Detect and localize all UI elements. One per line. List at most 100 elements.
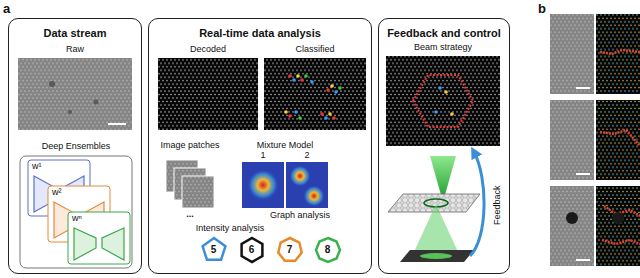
ring-size: 8	[314, 236, 342, 264]
illustration-part	[550, 186, 594, 266]
illustration-part	[294, 110, 298, 114]
illustration-part	[288, 74, 292, 78]
illustration-part	[289, 165, 311, 187]
illustration-part	[18, 58, 132, 130]
illustration-part	[420, 253, 452, 259]
illustration-part	[328, 112, 332, 116]
illustration-part	[94, 100, 99, 105]
microscope-sketch	[388, 156, 480, 262]
illustration-part	[386, 56, 500, 146]
mixture-heatmaps	[242, 162, 328, 208]
illustration-part	[296, 74, 300, 78]
illustration-part	[414, 204, 458, 252]
illustration-part	[284, 110, 288, 114]
illustration-part	[182, 176, 214, 208]
illustration-part	[298, 116, 302, 120]
illustration-part	[20, 156, 132, 268]
illustration-part	[264, 58, 366, 130]
section-label: Mixture Model	[257, 140, 314, 150]
illustration-part	[320, 112, 324, 116]
illustration-part	[596, 100, 640, 180]
illustration-part	[612, 212, 624, 224]
illustration-part	[247, 169, 279, 201]
ellipsis: ...	[186, 209, 194, 219]
illustration-part	[550, 100, 594, 180]
illustration-part	[310, 80, 314, 84]
section-label: Graph analysis	[270, 210, 330, 220]
illustration-part	[596, 186, 640, 266]
image-label: Decoded	[190, 44, 226, 54]
section-label: Image patches	[160, 140, 219, 150]
illustration-part	[596, 186, 640, 266]
weight-label: w²	[52, 187, 62, 197]
illustration-part	[334, 90, 338, 94]
illustration-part	[576, 87, 590, 89]
illustration-part	[550, 14, 594, 94]
panel-letter: b	[538, 2, 546, 17]
illustration-part	[68, 212, 130, 264]
illustration-part	[450, 112, 454, 116]
ensemble-networks	[20, 156, 132, 268]
illustration-part	[576, 173, 590, 175]
illustration-part	[413, 75, 473, 127]
image-patches	[166, 160, 214, 208]
illustration-part	[576, 259, 590, 261]
panel-b-images	[550, 14, 640, 266]
illustration-part	[596, 100, 640, 180]
illustration-part	[18, 58, 132, 130]
beam-strategy-image	[386, 56, 500, 146]
arrow-label: Feedback	[492, 185, 502, 225]
ring-size: 6	[238, 236, 266, 264]
panel-title: Real-time data analysis	[199, 27, 321, 39]
illustration-part	[550, 14, 594, 94]
image-label: Beam strategy	[414, 42, 472, 52]
raw-image	[18, 58, 132, 130]
illustration-part	[600, 130, 640, 146]
image-label: Classified	[295, 44, 334, 54]
illustration-part	[304, 74, 308, 78]
component-number: 1	[260, 150, 265, 160]
illustration-part	[303, 185, 325, 207]
illustration-part	[438, 86, 442, 90]
illustration-part	[102, 228, 124, 260]
illustration-part	[264, 58, 366, 130]
illustration-part	[158, 58, 258, 130]
illustration-part	[292, 78, 296, 82]
weight-label: wⁿ	[72, 213, 82, 223]
illustration-part	[600, 50, 640, 54]
illustration-part	[300, 78, 304, 82]
decoded-image	[158, 58, 258, 130]
illustration-part	[338, 86, 342, 90]
weight-label: w¹	[32, 161, 42, 171]
panel-letter: a	[3, 2, 10, 17]
illustration-part	[108, 123, 126, 125]
ring-polygon: 6	[238, 236, 266, 264]
illustration-part	[286, 162, 328, 208]
classified-image	[264, 58, 366, 130]
illustration-part	[158, 58, 258, 130]
illustration-part	[242, 162, 284, 208]
ring-polygon: 8	[314, 236, 342, 264]
illustration-part	[74, 228, 96, 260]
illustration-part	[444, 90, 448, 94]
image-label: Raw	[66, 44, 84, 54]
illustration-part	[602, 240, 640, 244]
illustration-part	[288, 114, 292, 118]
illustration-part	[550, 186, 594, 266]
section-label: Intensity analysis	[196, 223, 265, 233]
illustration-part	[386, 56, 500, 146]
illustration-part	[596, 14, 640, 94]
illustration-part	[566, 212, 578, 224]
illustration-part	[400, 250, 474, 262]
illustration-part	[332, 116, 336, 120]
ring-polygon: 5	[200, 236, 228, 264]
component-number: 2	[304, 150, 309, 160]
illustration-part	[596, 14, 640, 94]
panel-title: Data stream	[44, 27, 107, 39]
section-label: Deep Ensembles	[42, 141, 111, 151]
illustration-part	[550, 100, 594, 180]
stage-panel: Feedback and control	[378, 18, 510, 274]
ring-size: 5	[200, 236, 228, 264]
